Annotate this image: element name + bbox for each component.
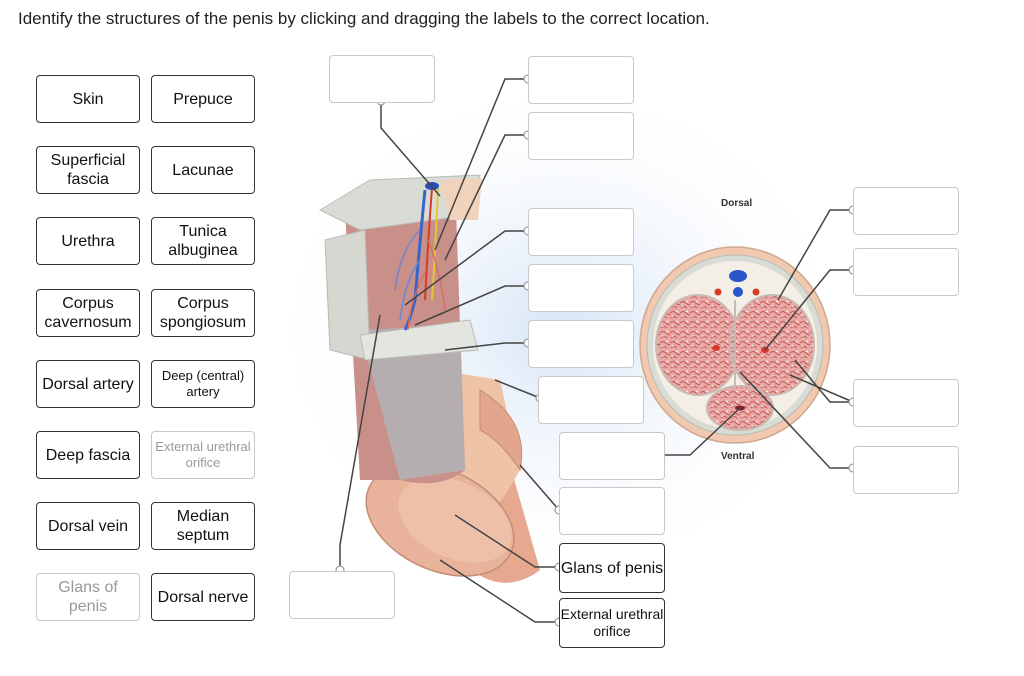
cs-dorsal-vein bbox=[729, 270, 747, 282]
vein-branches bbox=[394, 229, 421, 321]
drop-target-13[interactable] bbox=[853, 187, 959, 235]
drop-target-9[interactable] bbox=[559, 487, 665, 535]
skin-edge bbox=[440, 178, 482, 220]
label-prepuce[interactable]: Prepuce bbox=[151, 75, 255, 123]
label-median-septum[interactable]: Median septum bbox=[151, 502, 255, 550]
drop-target-16[interactable] bbox=[853, 446, 959, 494]
label-corpus-spongiosum[interactable]: Corpus spongiosum bbox=[151, 289, 255, 337]
drop-target-4[interactable] bbox=[528, 208, 634, 256]
cs-artery-right bbox=[752, 288, 760, 296]
corpus-section bbox=[360, 325, 465, 480]
label-deep-central-artery[interactable]: Deep (central) artery bbox=[151, 360, 255, 408]
drop-target-6[interactable] bbox=[528, 320, 634, 368]
cs-artery-left bbox=[714, 288, 722, 296]
label-lacunae[interactable]: Lacunae bbox=[151, 146, 255, 194]
ventral-label: Ventral bbox=[721, 451, 755, 462]
label-external-urethral-orifice: External urethral orifice bbox=[151, 431, 255, 479]
cs-deep-artery-left bbox=[712, 345, 720, 351]
label-superficial-fascia[interactable]: Superficial fascia bbox=[36, 146, 140, 194]
label-urethra[interactable]: Urethra bbox=[36, 217, 140, 265]
drop-target-5[interactable] bbox=[528, 264, 634, 312]
glans-highlight bbox=[398, 477, 512, 563]
drop-target-7[interactable] bbox=[538, 376, 644, 424]
label-skin[interactable]: Skin bbox=[36, 75, 140, 123]
prepuce-fold bbox=[479, 389, 523, 472]
dorsal-label: Dorsal bbox=[721, 198, 753, 209]
drop-target-8[interactable] bbox=[559, 432, 665, 480]
label-glans-of-penis: Glans of penis bbox=[36, 573, 140, 621]
artery-branches bbox=[407, 239, 446, 331]
drop-target-orifice-filled[interactable]: External urethral orifice bbox=[559, 598, 665, 648]
cross-section-view bbox=[639, 246, 831, 444]
cs-corpus-cavernosum-left bbox=[655, 294, 741, 396]
label-tunica-albuginea[interactable]: Tunica albuginea bbox=[151, 217, 255, 265]
cs-corpus-cavernosum-right bbox=[729, 294, 815, 396]
drop-target-2[interactable] bbox=[528, 56, 634, 104]
label-dorsal-nerve[interactable]: Dorsal nerve bbox=[151, 573, 255, 621]
instruction-text: Identify the structures of the penis by … bbox=[18, 9, 710, 28]
label-corpus-cavernosum[interactable]: Corpus cavernosum bbox=[36, 289, 140, 337]
leader-lines bbox=[339, 78, 854, 623]
label-dorsal-vein[interactable]: Dorsal vein bbox=[36, 502, 140, 550]
drop-target-14[interactable] bbox=[853, 248, 959, 296]
cs-vein-b bbox=[733, 287, 743, 297]
drop-target-glans-filled[interactable]: Glans of penis bbox=[559, 543, 665, 593]
drop-target-15[interactable] bbox=[853, 379, 959, 427]
label-dorsal-artery[interactable]: Dorsal artery bbox=[36, 360, 140, 408]
drop-target-10[interactable] bbox=[289, 571, 395, 619]
drop-target-3[interactable] bbox=[528, 112, 634, 160]
dorsal-nerve-line bbox=[431, 187, 439, 301]
label-deep-fascia[interactable]: Deep fascia bbox=[36, 431, 140, 479]
drop-target-1[interactable] bbox=[329, 55, 435, 103]
